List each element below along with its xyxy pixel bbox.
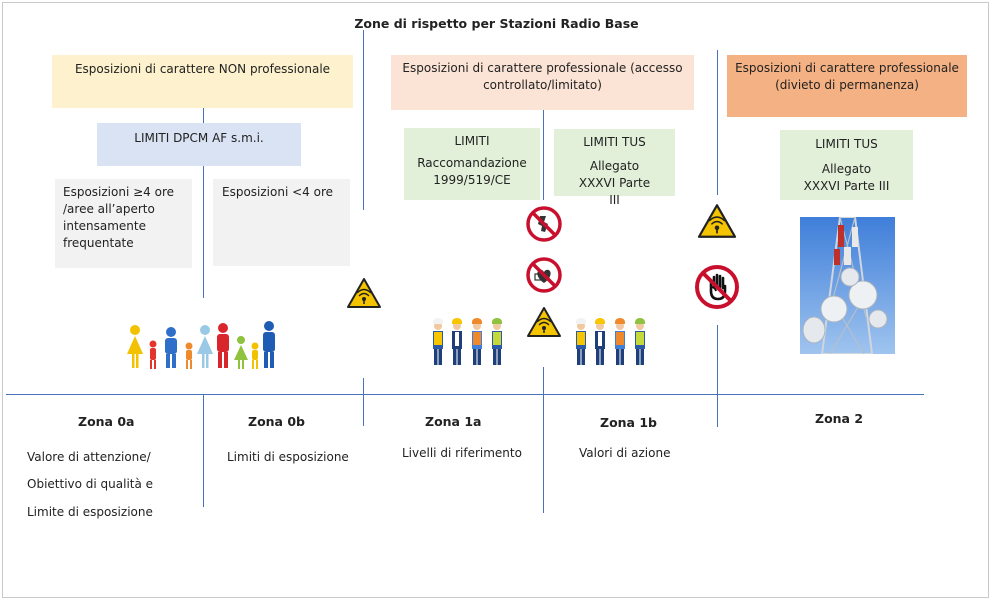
zone-0b-label: Zona 0b <box>248 414 305 429</box>
zone-0a-desc-line: Valore di attenzione/ <box>27 450 151 464</box>
limits-raccomandazione-box: LIMITI Raccomandazione 1999/519/CE <box>404 128 540 200</box>
divider-line <box>203 108 204 298</box>
limits-title: LIMITI TUS <box>815 137 878 151</box>
limits-label: LIMITI DPCM AF s.m.i. <box>134 131 264 145</box>
zone-0b-desc-line: Limiti di esposizione <box>227 450 349 464</box>
limits-tus-box-1: LIMITI TUS Allegato XXXVI Parte III <box>554 129 675 207</box>
exposure-label: Esposizioni <4 ore <box>222 185 334 199</box>
no-entry-hand-icon <box>695 265 739 309</box>
zone-2-label: Zona 2 <box>815 411 864 426</box>
exposure-long-box: Esposizioni ≥4 ore /aree all’aperto inte… <box>55 179 192 268</box>
antenna-tower-image <box>800 217 895 354</box>
zone-axis <box>6 394 924 395</box>
limits-body: Allegato XXXVI Parte III <box>578 159 651 207</box>
divider-line <box>543 110 544 200</box>
header-professional-controlled: Esposizioni di carattere professionale (… <box>391 55 694 110</box>
divider-line <box>543 367 544 513</box>
zone-1a-desc-line: Livelli di riferimento <box>402 446 522 460</box>
zone-0a-desc-line: Obiettivo di qualità e <box>27 477 154 491</box>
limits-dpcm-box: LIMITI DPCM AF s.m.i. <box>97 123 301 166</box>
header-professional-forbidden: Esposizioni di carattere professionale (… <box>727 55 967 117</box>
exposure-short-box: Esposizioni <4 ore <box>213 179 350 266</box>
zone-0a-label: Zona 0a <box>78 414 135 429</box>
limits-title: LIMITI <box>454 134 490 148</box>
header-non-professional: Esposizioni di carattere NON professiona… <box>52 55 353 108</box>
divider-line <box>203 395 204 507</box>
divider-line <box>717 50 718 195</box>
header-label: Esposizioni di carattere NON professiona… <box>74 62 331 76</box>
zone-1a-label: Zona 1a <box>425 414 482 429</box>
header-label: Esposizioni di carattere professionale (… <box>402 61 683 92</box>
divider-line <box>363 30 364 210</box>
diagram-title: Zone di rispetto per Stazioni Radio Base <box>354 16 639 31</box>
zone-0a-desc-line: Limite di esposizione <box>27 505 153 519</box>
family-icon <box>127 321 275 369</box>
radiation-warning-icon <box>697 204 737 238</box>
limits-title: LIMITI TUS <box>583 135 646 149</box>
workers-icon <box>576 318 645 365</box>
zone-1b-label: Zona 1b <box>600 415 657 430</box>
radiation-warning-icon <box>347 278 381 308</box>
limits-body: Allegato XXXVI Parte III <box>803 162 890 193</box>
no-implant-icon <box>526 206 562 242</box>
workers-icon <box>433 318 502 365</box>
limits-body: Raccomandazione 1999/519/CE <box>417 156 527 187</box>
header-label: Esposizioni di carattere professionale (… <box>735 61 959 92</box>
no-pacemaker-icon <box>526 257 562 293</box>
divider-line <box>363 378 364 426</box>
zone-1b-desc-line: Valori di azione <box>579 446 671 460</box>
radiation-warning-icon <box>527 307 561 337</box>
divider-line <box>717 325 718 427</box>
limits-tus-box-2: LIMITI TUS Allegato XXXVI Parte III <box>780 130 913 200</box>
exposure-label: Esposizioni ≥4 ore /aree all’aperto inte… <box>63 185 175 250</box>
